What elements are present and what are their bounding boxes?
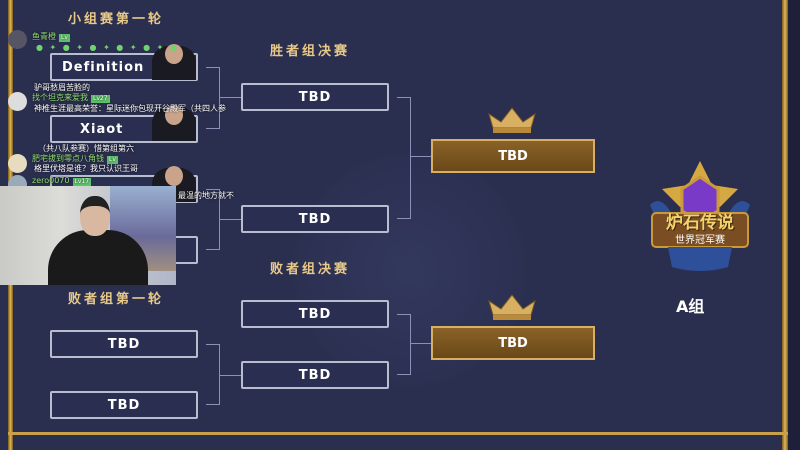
crown-icon: [488, 107, 536, 133]
danmaku-emote-row: ● ✦ ● ✦ ● ✦ ● ✦ ● ✦ ●: [36, 43, 179, 52]
winners-final-slot-1: TBD: [241, 83, 389, 111]
chat-message: 驴哥愁眉苦脸的: [34, 83, 90, 92]
chat-avatar: [8, 92, 27, 111]
connector: [411, 156, 431, 157]
connector: [220, 97, 241, 98]
group-label: A组: [676, 297, 705, 316]
chat-message: 神椎生涯最高荣誉：星际迷你包现开谷殿军（共四人参: [34, 104, 226, 113]
frame-bottom: [8, 432, 788, 435]
chat-avatar: [8, 154, 27, 173]
chat-message: （共八队参赛）惜第组第六: [38, 144, 134, 153]
chat-avatar: [8, 30, 27, 49]
connector: [220, 375, 241, 376]
losers-final-title: 败者组决赛: [270, 262, 351, 277]
connector: [397, 97, 411, 219]
losers-round1-title: 败者组第一轮: [68, 292, 165, 307]
crown-icon: [488, 294, 536, 320]
chat-message: 格里伏塔是谁？我只认识王哥: [34, 164, 138, 173]
logo-title: 炉石传说: [666, 213, 734, 233]
hearthstone-logo: 炉石传说 世界冠军赛: [640, 155, 760, 275]
frame-edge: [788, 0, 800, 450]
losers-round1-slot-2: TBD: [50, 391, 198, 419]
player-photo: [152, 44, 196, 80]
logo-subtitle: 世界冠军赛: [675, 235, 725, 246]
logo-emblem-icon: [650, 161, 750, 271]
losers-round1-slot-1: TBD: [50, 330, 198, 358]
winners-final-title: 胜者组决赛: [270, 44, 351, 59]
webcam-streamer: [48, 230, 148, 285]
streamer-webcam: [0, 186, 176, 285]
losers-final-result: TBD: [431, 326, 595, 360]
connector: [206, 67, 220, 129]
connector: [206, 344, 220, 405]
group-round1-title: 小组赛第一轮: [68, 12, 165, 27]
connector: [397, 314, 411, 375]
connector: [411, 343, 431, 344]
webcam-streamer-head: [80, 196, 110, 236]
frame-right: [782, 0, 788, 450]
player-photo: [152, 105, 196, 141]
losers-final-slot-1: TBD: [241, 300, 389, 328]
winners-final-slot-2: TBD: [241, 205, 389, 233]
losers-final-slot-2: TBD: [241, 361, 389, 389]
connector: [206, 189, 220, 250]
connector: [220, 219, 241, 220]
winners-final-result: TBD: [431, 139, 595, 173]
chat-message: 最温的地方就不: [178, 191, 234, 200]
